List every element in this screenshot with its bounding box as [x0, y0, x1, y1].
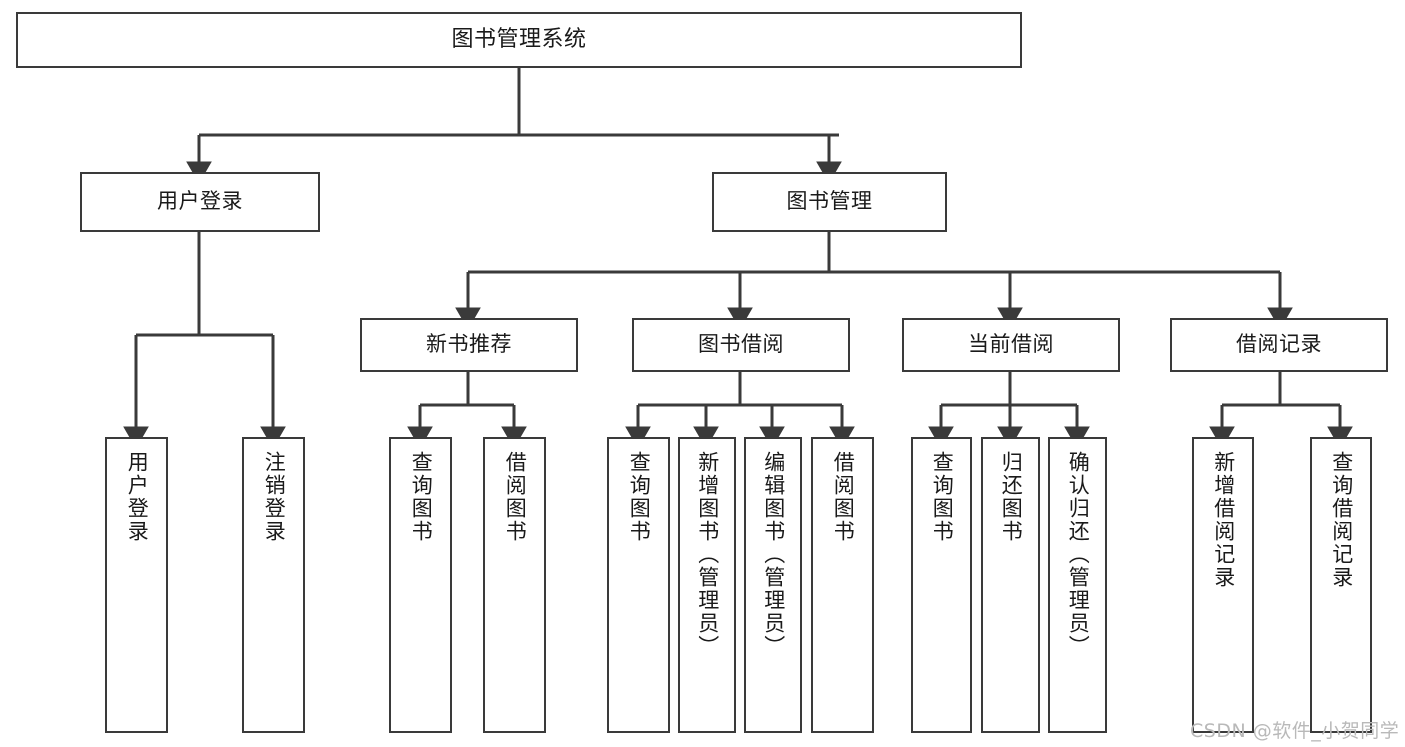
node-label: 借阅图书 [503, 451, 528, 543]
leaf-current-confirm-return-admin[interactable]: 确认归还（管理员） [1048, 437, 1107, 733]
leaf-recommend-query-book[interactable]: 查询图书 [389, 437, 452, 733]
node-label: 用户登录 [157, 189, 243, 214]
leaf-current-query-book[interactable]: 查询图书 [911, 437, 972, 733]
leaf-borrow-query-book[interactable]: 查询图书 [607, 437, 670, 733]
leaf-user-login-logout[interactable]: 注销登录 [242, 437, 305, 733]
node-label: 查询图书 [409, 451, 434, 543]
leaf-record-add-record[interactable]: 新增借阅记录 [1192, 437, 1254, 733]
node-label: 查询图书 [627, 451, 652, 543]
leaf-borrow-add-book-admin[interactable]: 新增图书（管理员） [678, 437, 736, 733]
node-label: 新书推荐 [426, 332, 512, 357]
watermark-text: CSDN @软件_小贺同学 [1190, 720, 1400, 742]
node-label: 当前借阅 [968, 332, 1054, 357]
node-label: 新增图书（管理员） [695, 451, 720, 658]
leaf-recommend-borrow-book[interactable]: 借阅图书 [483, 437, 546, 733]
node-label: 用户登录 [125, 451, 150, 543]
leaf-user-login-login[interactable]: 用户登录 [105, 437, 168, 733]
node-borrow-record[interactable]: 借阅记录 [1170, 318, 1388, 372]
node-book-borrow[interactable]: 图书借阅 [632, 318, 850, 372]
node-current-borrow[interactable]: 当前借阅 [902, 318, 1120, 372]
node-label: 新增借阅记录 [1211, 451, 1236, 589]
node-label: 借阅图书 [831, 451, 856, 543]
node-label: 图书借阅 [698, 332, 784, 357]
node-label: 查询借阅记录 [1329, 451, 1354, 589]
node-label: 借阅记录 [1236, 332, 1322, 357]
node-new-book-recommend[interactable]: 新书推荐 [360, 318, 578, 372]
leaf-current-return-book[interactable]: 归还图书 [981, 437, 1040, 733]
node-label: 归还图书 [999, 451, 1024, 543]
node-label: 注销登录 [262, 451, 287, 543]
leaf-record-query-record[interactable]: 查询借阅记录 [1310, 437, 1372, 733]
node-user-login[interactable]: 用户登录 [80, 172, 320, 232]
node-label: 编辑图书（管理员） [761, 451, 786, 658]
node-label: 图书管理系统 [451, 26, 587, 52]
node-book-management[interactable]: 图书管理 [712, 172, 947, 232]
node-label: 确认归还（管理员） [1066, 451, 1091, 658]
node-label: 图书管理 [786, 189, 873, 214]
node-label: 查询图书 [930, 451, 955, 543]
leaf-borrow-edit-book-admin[interactable]: 编辑图书（管理员） [744, 437, 802, 733]
node-root-system[interactable]: 图书管理系统 [16, 12, 1022, 68]
leaf-borrow-borrow-book[interactable]: 借阅图书 [811, 437, 874, 733]
